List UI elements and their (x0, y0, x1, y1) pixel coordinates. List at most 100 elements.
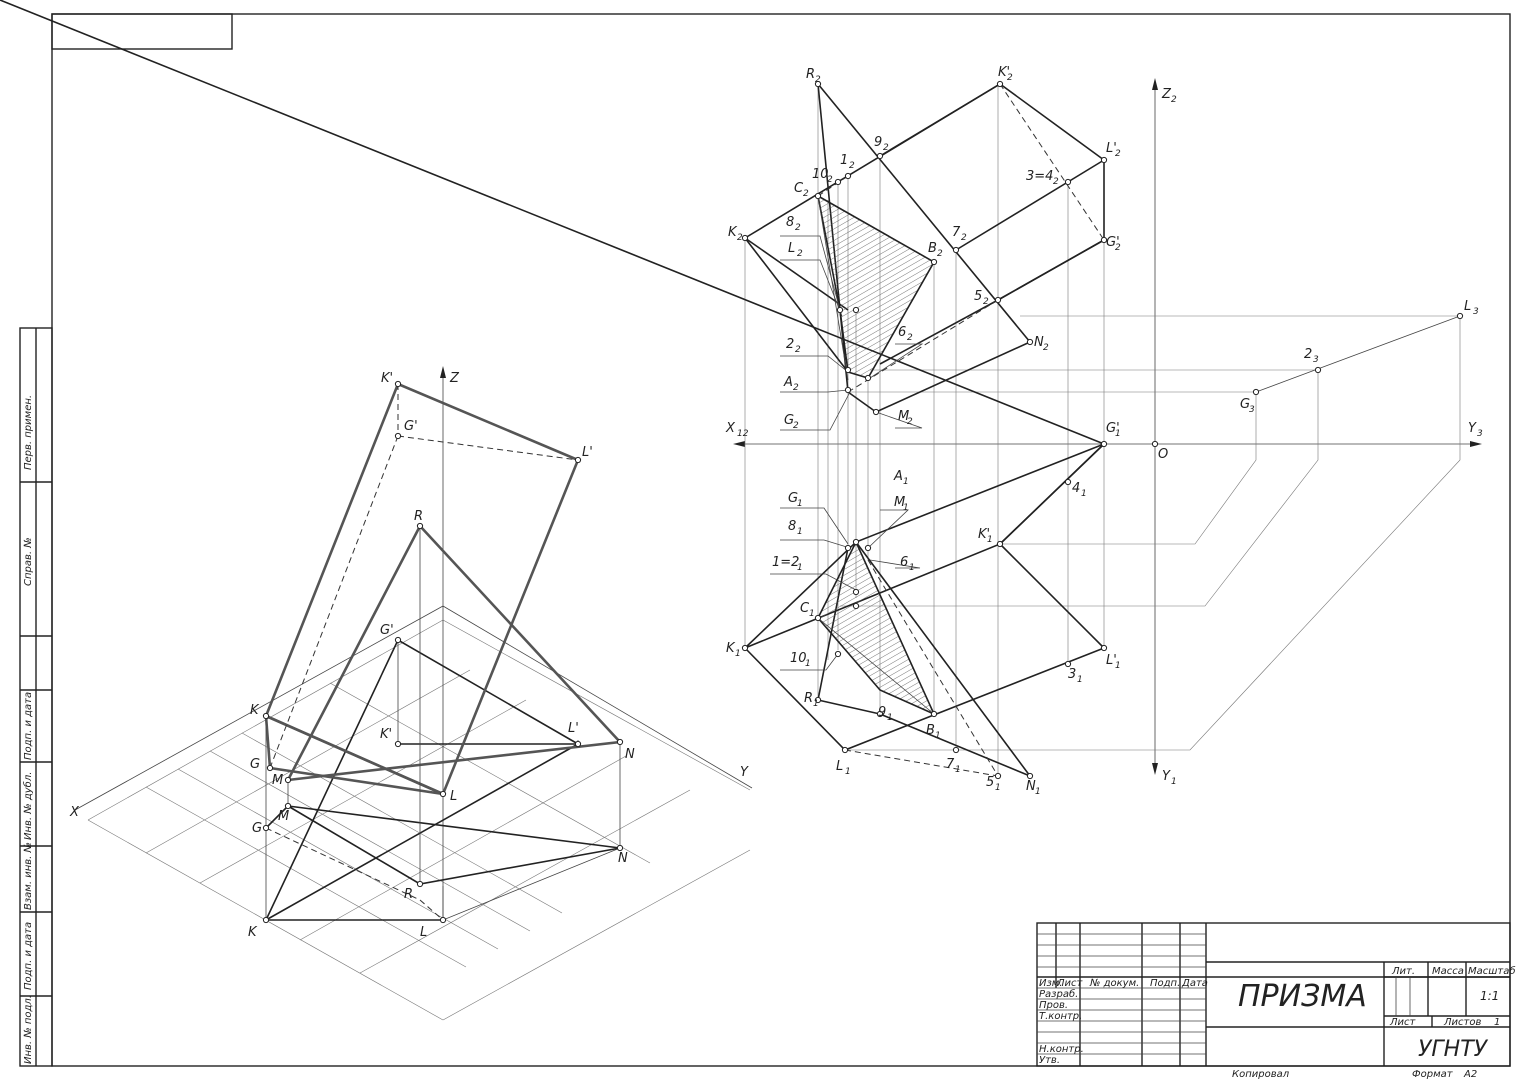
iso-point (574, 456, 582, 464)
ortho-label-O: O (1158, 447, 1168, 462)
ortho-sub-n9_1: 1 (887, 713, 893, 723)
ortho-label-K1p: K' (978, 527, 990, 542)
ortho-point (1064, 660, 1072, 668)
side-stamps: Перв. примен. Справ. № Подп. и дата Инв.… (22, 395, 34, 1064)
ortho-label-n7_2: 7 (952, 225, 961, 240)
ortho-label-C1: C (800, 601, 810, 616)
ortho-label-L1p: L' (1106, 653, 1117, 668)
ortho-point (930, 710, 938, 718)
iso-label-L1p: L' (568, 721, 579, 736)
ortho-label-L2p: L' (1106, 141, 1117, 156)
ortho-point (844, 366, 852, 374)
ortho-label-n1_2: 1 (840, 153, 848, 168)
iso-label-G: G (250, 757, 260, 772)
ortho-point (996, 80, 1004, 88)
iso-label-R: R (414, 509, 423, 524)
ortho-sub-B2: 2 (937, 249, 943, 259)
ortho-point (930, 258, 938, 266)
ortho-label-G2: G (784, 413, 794, 428)
ortho-points (741, 80, 1464, 780)
ortho-label-G2p: G' (1106, 235, 1120, 250)
ortho-label-M1: M (894, 495, 905, 510)
iso-point (394, 636, 402, 644)
ortho-label-n9_2: 9 (874, 135, 882, 150)
ortho-label-K1: K (726, 641, 736, 656)
ortho-sub-N2: 2 (1043, 343, 1049, 353)
ortho-point (872, 408, 880, 416)
ortho-sub-N1: 1 (1035, 787, 1041, 797)
iso-label-G1: G (252, 821, 262, 836)
iso-label-K1: K (248, 925, 258, 940)
ortho-point (834, 650, 842, 658)
stamp-3: Подп. и дата (23, 692, 34, 760)
ortho-point (952, 246, 960, 254)
ortho-sub-n34_2: 2 (1053, 177, 1059, 187)
ortho-point (1314, 366, 1322, 374)
ortho-label-n2_3: 2 (1304, 347, 1312, 362)
ortho-sub-n7_1: 1 (955, 765, 961, 775)
ortho-sub-n10_2: 2 (827, 175, 833, 185)
ortho-label-n5_1: 5 (986, 775, 994, 790)
ortho-point (1252, 388, 1260, 396)
sheet-frame (19, 13, 1511, 1067)
tb-row-sign: Подп. (1150, 978, 1180, 989)
iso-label-M1: M (278, 809, 289, 824)
ortho-point (1100, 644, 1108, 652)
ortho-sub-K1p: 1 (987, 535, 993, 545)
ortho-point (996, 540, 1004, 548)
drawing-title: ПРИЗМА (1238, 979, 1367, 1014)
stamp-7: Инв. № подл. (23, 995, 34, 1064)
ortho-label-K2: K (728, 225, 738, 240)
ortho-point (836, 306, 844, 314)
tb-scale-value: 1:1 (1480, 989, 1499, 1003)
tb-sheet-label: Лист (1389, 1017, 1417, 1028)
iso-point (262, 712, 270, 720)
tb-format-value: A2 (1463, 1069, 1477, 1080)
iso-axis-y (442, 605, 753, 789)
tb-sheets-label: Листов (1443, 1017, 1481, 1028)
tb-role-check: Пров. (1039, 1000, 1068, 1011)
ortho-point (876, 710, 884, 718)
iso-label-y: Y (740, 765, 749, 780)
section-front (816, 194, 936, 379)
ortho-sub-G2: 2 (793, 421, 799, 431)
iso-points (262, 380, 624, 924)
ortho-point (876, 152, 884, 160)
ortho-sub-G2p: 2 (1115, 243, 1121, 253)
iso-labels: K' G' L' Z R G' K K' L' N G M L Y X G M … (69, 371, 749, 940)
ortho-sub-G1: 1 (797, 499, 803, 509)
ortho-label-G1: G (788, 491, 798, 506)
ortho-sub-M2: 2 (907, 417, 913, 427)
ortho-sub-K2p: 2 (1007, 73, 1013, 83)
ortho-label-n12_1: 1=2 (772, 555, 799, 570)
ortho-label-A2: A (783, 375, 793, 390)
ortho-label-A1: A (893, 469, 903, 484)
ortho-label-n3_1: 3 (1068, 667, 1076, 682)
ortho-point (814, 614, 822, 622)
stamp-2: Справ. № (23, 537, 34, 586)
ortho-sub-A1: 1 (903, 477, 909, 487)
ortho-sub-n3_1: 1 (1077, 675, 1083, 685)
tb-role-tcontr: Т.контр. (1039, 1011, 1082, 1022)
ortho-sub-n10_1: 1 (805, 659, 811, 669)
ortho-label-Y3: Y (1468, 421, 1477, 436)
ortho-label-B1: B (926, 723, 935, 738)
ortho-sub-L2p: 2 (1115, 149, 1121, 159)
ortho-label-K2p: K' (998, 65, 1010, 80)
ortho-label-n2_2: 2 (786, 337, 794, 352)
ortho-label-X12: X (725, 421, 736, 436)
ortho-sub-n6_1: 1 (909, 563, 915, 573)
tb-row-doc: № докум. (1089, 978, 1139, 989)
ortho-label-L3: L (1464, 299, 1471, 314)
tb-role-approve: Утв. (1039, 1055, 1060, 1066)
ortho-point (994, 296, 1002, 304)
ortho-point (834, 178, 842, 186)
ortho-sub-n8_2: 2 (795, 223, 801, 233)
iso-label-x: X (69, 805, 80, 820)
ortho-point (1026, 338, 1034, 346)
ortho-sub-n2_3: 3 (1313, 355, 1319, 365)
iso-point (439, 790, 447, 798)
ortho-point (844, 386, 852, 394)
ortho-label-G3: G (1240, 397, 1250, 412)
